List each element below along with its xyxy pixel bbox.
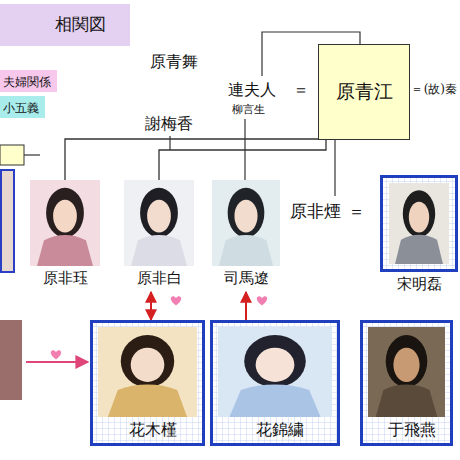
relation-connector <box>159 140 326 180</box>
legend-item: 夫婦関係 <box>0 70 57 92</box>
portrait-art <box>124 180 194 266</box>
portrait-body <box>37 235 93 266</box>
portrait-ground <box>218 327 332 417</box>
portrait-body <box>131 235 187 266</box>
portrait-body <box>108 385 187 417</box>
portrait-art <box>30 180 100 266</box>
portrait-art <box>218 327 332 417</box>
portrait-node: 司馬遼 <box>212 180 280 292</box>
relation-connector <box>150 292 152 320</box>
portrait-body <box>219 235 273 266</box>
portrait-face <box>393 348 419 382</box>
spouse-sign: ＝ <box>411 81 423 98</box>
person-name: 原非煙 <box>290 200 341 223</box>
person-box: 原青江 <box>318 44 410 140</box>
chart-title: 相関図 <box>55 13 106 36</box>
heart-icon <box>257 296 267 305</box>
portrait-hair <box>140 188 178 238</box>
portrait-hair <box>386 335 428 387</box>
portrait-face <box>53 200 77 233</box>
portrait-ground <box>368 327 445 417</box>
portrait-ground <box>389 183 449 264</box>
portrait-face <box>131 348 165 382</box>
portrait-face <box>256 348 295 382</box>
node-text: 花木槿 <box>90 420 215 441</box>
portrait-art <box>368 327 445 417</box>
legend-text: 夫婦関係 <box>3 75 51 89</box>
portrait-card: 于飛燕 <box>360 320 460 446</box>
person-name: 連夫人 <box>228 80 276 101</box>
portrait-node: 原非白 <box>124 180 194 292</box>
person-name: (故)秦 <box>424 81 457 98</box>
node-text: 司馬遼 <box>212 269 280 288</box>
person-name: 柳言生 <box>232 102 265 117</box>
relation-connector <box>245 292 247 320</box>
portrait-picture <box>124 180 194 266</box>
portrait-body <box>229 385 320 417</box>
person-name: 謝梅香 <box>145 114 193 135</box>
portrait-hair <box>46 188 84 238</box>
legend-item: 小五義 <box>0 96 45 118</box>
node-text: 花錦繍 <box>210 420 350 441</box>
cropped-portrait <box>0 320 22 400</box>
portrait-picture <box>380 175 458 272</box>
portrait-hair <box>228 188 265 238</box>
portrait-node: 原非珏 <box>30 180 100 292</box>
node-text: 于飛燕 <box>360 420 460 441</box>
portrait-art <box>212 180 280 266</box>
portrait-picture <box>30 180 100 266</box>
spouse-sign: ＝ <box>293 80 309 101</box>
family-line <box>169 136 170 150</box>
portrait-body <box>376 385 438 417</box>
portrait-ground <box>98 327 197 417</box>
heart-icon <box>171 296 181 305</box>
portrait-node: 宋明磊 <box>380 175 458 298</box>
node-text: 宋明磊 <box>380 275 458 294</box>
love-arrow <box>26 361 88 363</box>
portrait-ground <box>212 180 280 266</box>
family-line <box>24 154 40 155</box>
portrait-face <box>409 202 429 233</box>
node-text: 原青江 <box>336 79 393 105</box>
cropped-portrait <box>1 170 14 272</box>
title-band <box>0 4 130 46</box>
portrait-card: 花錦繍 <box>210 320 350 446</box>
portrait-hair <box>244 335 306 387</box>
legend-text: 小五義 <box>3 101 39 115</box>
heart-icon <box>51 350 61 359</box>
portrait-face <box>147 200 171 233</box>
portrait-face <box>234 200 257 233</box>
node-text: 原非白 <box>124 269 194 288</box>
portrait-ground <box>124 180 194 266</box>
portrait-picture <box>212 180 280 266</box>
frame-box <box>382 177 457 271</box>
portrait-ground <box>30 180 100 266</box>
portrait-card: 花木槿 <box>90 320 215 446</box>
portrait-hair <box>403 190 435 237</box>
family-line <box>334 140 335 196</box>
cropped-box <box>0 145 24 165</box>
portrait-body <box>395 235 443 264</box>
person-name: 原青舞 <box>150 52 198 73</box>
relation-connector <box>65 139 318 180</box>
spouse-sign: ＝ <box>348 200 365 223</box>
portrait-hair <box>121 335 174 387</box>
portrait-art <box>389 183 449 264</box>
node-text: 原非珏 <box>30 269 100 288</box>
portrait-art <box>98 327 197 417</box>
